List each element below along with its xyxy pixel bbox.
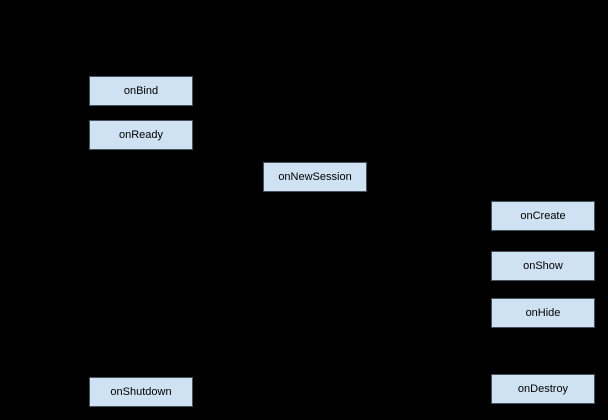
- node-onDestroy: onDestroy: [491, 374, 595, 404]
- node-onNewSession: onNewSession: [263, 162, 367, 192]
- node-onShutdown: onShutdown: [89, 377, 193, 407]
- node-label: onShow: [523, 259, 563, 272]
- node-label: onShutdown: [110, 385, 172, 398]
- node-label: onHide: [525, 306, 561, 319]
- node-label: onDestroy: [517, 382, 569, 395]
- node-onBind: onBind: [89, 76, 193, 106]
- node-label: onCreate: [520, 209, 566, 222]
- node-onHide: onHide: [491, 298, 595, 328]
- node-onShow: onShow: [491, 251, 595, 281]
- node-label: onBind: [123, 84, 159, 97]
- node-label: onReady: [118, 128, 164, 141]
- node-onReady: onReady: [89, 120, 193, 150]
- node-onCreate: onCreate: [491, 201, 595, 231]
- node-label: onNewSession: [278, 170, 352, 183]
